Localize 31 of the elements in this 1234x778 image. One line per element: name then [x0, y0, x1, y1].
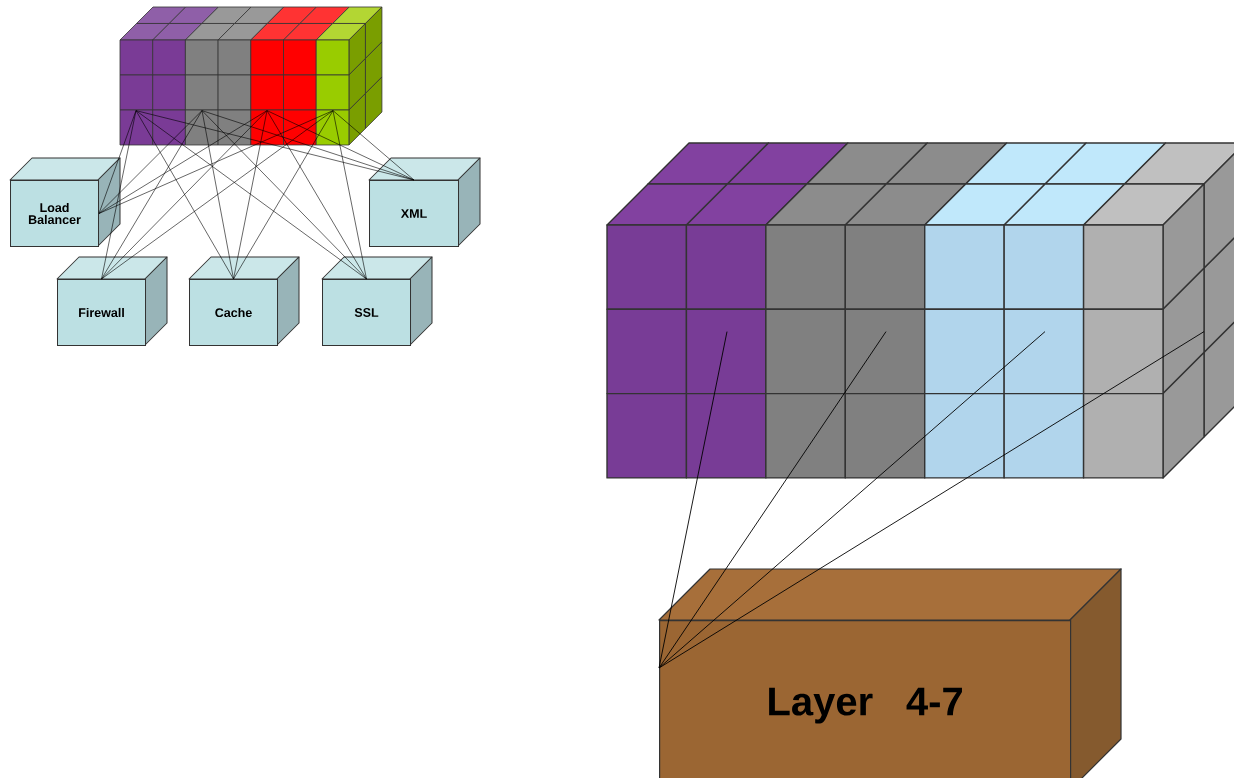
connector-line — [658, 331, 1046, 669]
cube-drawing — [606, 142, 1234, 479]
connector-line — [98, 110, 137, 214]
connector-line — [98, 110, 268, 214]
connector-line — [135, 110, 234, 280]
connector-line — [233, 110, 334, 280]
connector-line — [101, 110, 268, 280]
connector-line — [266, 110, 415, 181]
connector-line — [332, 110, 367, 280]
connector-line — [101, 110, 137, 280]
connector-line — [266, 110, 367, 280]
connector-line — [98, 110, 334, 214]
connector-line — [332, 110, 415, 181]
box: Cache — [188, 256, 300, 346]
connector-line — [658, 331, 1205, 669]
box: SSL — [321, 256, 433, 346]
connector-line — [101, 110, 334, 280]
connector-line — [101, 110, 203, 280]
box: XML — [368, 157, 481, 247]
box: Load Balancer — [9, 157, 121, 247]
connector-line — [135, 110, 367, 280]
connector-line — [98, 110, 203, 214]
connector-line — [233, 110, 268, 280]
connector-line — [201, 110, 234, 280]
connector-line — [201, 110, 415, 181]
box: Firewall — [56, 256, 168, 346]
connector-line — [201, 110, 367, 280]
cube-drawing — [119, 6, 383, 146]
box: Layer 4-7 — [658, 568, 1122, 778]
connector-line — [658, 331, 728, 669]
connector-line — [658, 331, 887, 669]
